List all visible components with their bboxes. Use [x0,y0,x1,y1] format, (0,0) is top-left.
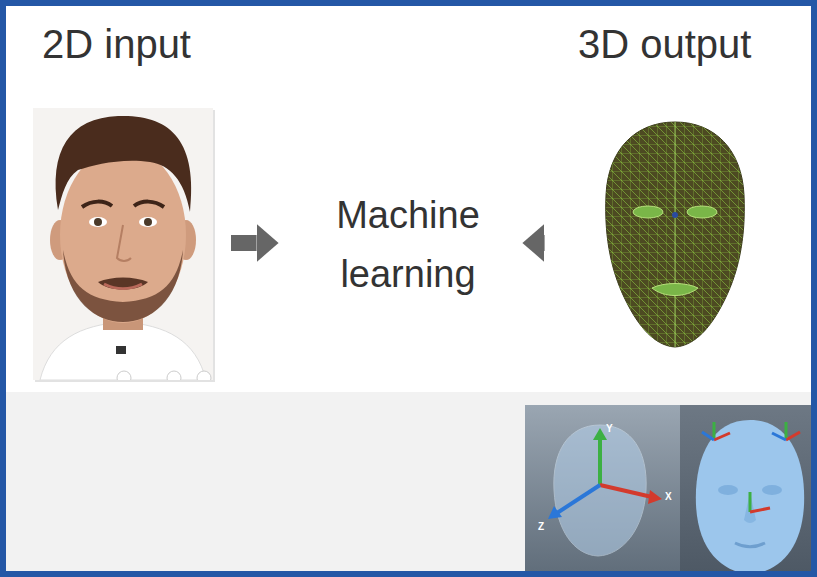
face-pose-image [680,405,817,577]
pose-axes-image [525,405,680,577]
axis-label: Y [606,424,613,434]
axis-label: Z [538,522,544,532]
axis-label: X [665,492,672,502]
frame-border [3,3,814,574]
section-heading: 3D output [578,22,751,66]
face-mesh [600,118,750,353]
face-photo [33,108,213,380]
section-heading: 2D input [42,22,191,66]
input-image-box: 2D input [33,22,215,382]
output-mesh-box: 3D output [572,22,788,352]
process-label-box: Machine learning [285,178,531,312]
flow-arrow [231,235,257,251]
process-label: Machine learning [293,186,523,304]
flow-arrow [536,235,553,251]
